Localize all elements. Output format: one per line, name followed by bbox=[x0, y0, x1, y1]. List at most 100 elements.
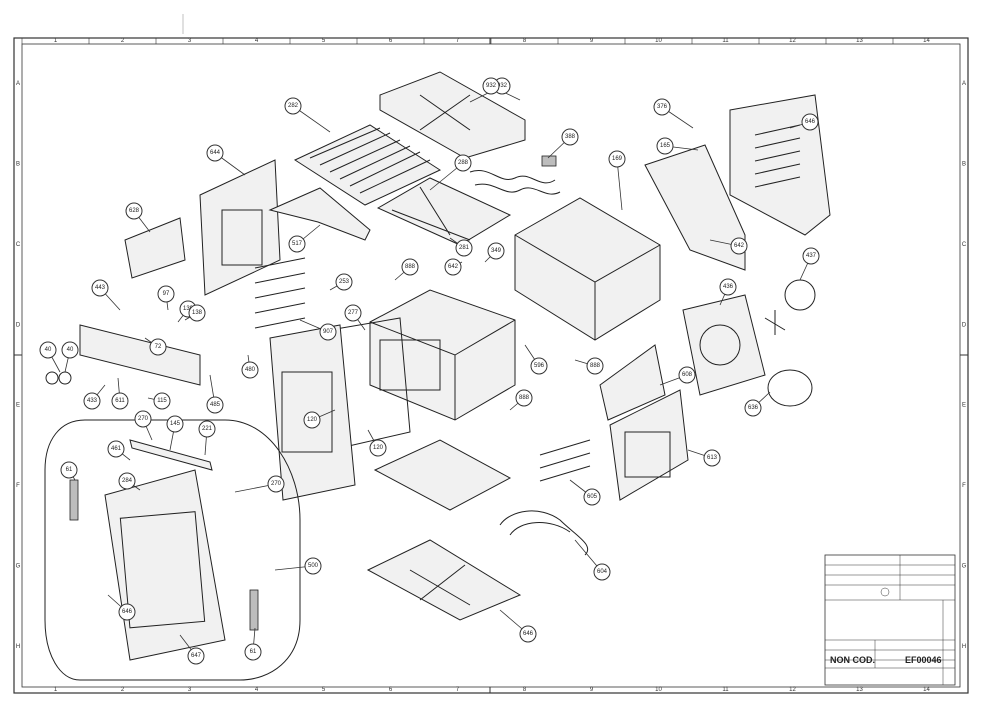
callout-label: 443 bbox=[95, 285, 106, 291]
part-callout-480: 480 bbox=[241, 361, 259, 379]
part-callout-376: 376 bbox=[653, 98, 671, 116]
callout-circle bbox=[61, 341, 79, 359]
title-block: NON COD. EF00046 bbox=[824, 554, 956, 686]
part-callout-97: 97 bbox=[157, 285, 175, 303]
callout-label: 932 bbox=[486, 83, 497, 89]
callout-label: 636 bbox=[748, 405, 759, 411]
callout-label: 517 bbox=[292, 241, 303, 247]
grid-column-label: 1 bbox=[54, 38, 58, 44]
grid-column-label: 10 bbox=[655, 38, 662, 44]
part-callout-433: 433 bbox=[83, 392, 101, 410]
part-callout-613: 613 bbox=[703, 449, 721, 467]
grid-column-label: 12 bbox=[789, 38, 796, 44]
part-callout-437: 437 bbox=[802, 247, 820, 265]
part-callout-485: 485 bbox=[206, 396, 224, 414]
callout-circle bbox=[187, 647, 205, 665]
callout-circle bbox=[678, 366, 696, 384]
callout-circle bbox=[198, 420, 216, 438]
part-callout-443: 443 bbox=[91, 279, 109, 297]
callout-circle bbox=[149, 338, 167, 356]
callout-label: 642 bbox=[448, 264, 459, 270]
grid-column-label: 8 bbox=[523, 687, 527, 693]
grid-column-label: 5 bbox=[322, 38, 326, 44]
title-non-cod: NON COD. bbox=[830, 655, 875, 665]
callout-circle bbox=[744, 399, 762, 417]
part-callout-281: 281 bbox=[455, 239, 473, 257]
leader-line bbox=[616, 158, 623, 211]
callout-label: 169 bbox=[612, 156, 623, 162]
part-callout-40: 40 bbox=[61, 341, 79, 359]
callout-label: 604 bbox=[597, 569, 608, 575]
callout-label: 281 bbox=[459, 245, 470, 251]
part-callout-120: 120 bbox=[369, 439, 387, 457]
callout-circle bbox=[284, 97, 302, 115]
part-callout-270: 270 bbox=[267, 475, 285, 493]
part-callout-40: 40 bbox=[39, 341, 57, 359]
callout-label: 288 bbox=[458, 160, 469, 166]
grid-column-label: 13 bbox=[856, 687, 863, 693]
grid-row-label: E bbox=[962, 403, 966, 409]
grid-row-label: F bbox=[16, 483, 20, 489]
callout-circle bbox=[586, 357, 604, 375]
grid-row-label: H bbox=[16, 644, 20, 650]
part-callout-61: 61 bbox=[60, 461, 78, 479]
callout-circle bbox=[608, 150, 626, 168]
part-callout-636: 636 bbox=[744, 399, 762, 417]
callout-circle bbox=[267, 475, 285, 493]
callout-circle bbox=[166, 415, 184, 433]
callout-label: 644 bbox=[210, 150, 221, 156]
part-callout-277: 277 bbox=[344, 304, 362, 322]
grid-row-label: B bbox=[962, 162, 966, 168]
grid-column-label: 14 bbox=[923, 38, 930, 44]
callout-circle bbox=[482, 77, 500, 95]
grid-row-label: A bbox=[16, 81, 20, 87]
grid-row-label: G bbox=[962, 563, 967, 569]
grid-column-label: 5 bbox=[322, 687, 326, 693]
callout-label: 72 bbox=[155, 344, 162, 350]
callout-label: 642 bbox=[734, 243, 745, 249]
callout-label: 907 bbox=[323, 329, 334, 335]
grid-row-label: A bbox=[962, 81, 966, 87]
callout-circle bbox=[91, 279, 109, 297]
part-callout-165: 165 bbox=[656, 137, 674, 155]
callout-circle bbox=[153, 392, 171, 410]
grid-column-label: 2 bbox=[121, 687, 125, 693]
callout-label: 932 bbox=[497, 83, 508, 89]
callout-label: 647 bbox=[191, 653, 202, 659]
callout-circle bbox=[401, 258, 419, 276]
grid-column-label: 14 bbox=[923, 687, 930, 693]
part-callout-72: 72 bbox=[149, 338, 167, 356]
callout-circle bbox=[801, 113, 819, 131]
callout-circle bbox=[83, 392, 101, 410]
grid-column-label: 11 bbox=[722, 38, 729, 44]
part-callout-628: 628 bbox=[125, 202, 143, 220]
callout-label: 888 bbox=[519, 395, 530, 401]
callout-circle bbox=[60, 461, 78, 479]
part-callout-388: 388 bbox=[561, 128, 579, 146]
callout-circle bbox=[515, 389, 533, 407]
callout-label: 436 bbox=[723, 284, 734, 290]
part-callout-642: 642 bbox=[730, 237, 748, 255]
part-callout-646: 646 bbox=[519, 625, 537, 643]
callout-label: 139 bbox=[183, 306, 194, 312]
part-callout-138: 138 bbox=[188, 304, 206, 322]
callout-circle bbox=[344, 304, 362, 322]
callout-circle bbox=[656, 137, 674, 155]
part-callout-500: 500 bbox=[304, 557, 322, 575]
callout-label: 596 bbox=[534, 363, 545, 369]
part-callout-642: 642 bbox=[444, 258, 462, 276]
grid-column-label: 7 bbox=[456, 687, 460, 693]
callout-label: 611 bbox=[115, 398, 125, 404]
callout-circle bbox=[288, 235, 306, 253]
callout-circle bbox=[303, 411, 321, 429]
callout-circle bbox=[206, 396, 224, 414]
callout-circle bbox=[244, 643, 262, 661]
grid-column-label: 6 bbox=[389, 38, 393, 44]
callout-circle bbox=[593, 563, 611, 581]
grid-column-label: 9 bbox=[590, 38, 594, 44]
callout-label: 221 bbox=[202, 426, 213, 432]
part-callout-253: 253 bbox=[335, 273, 353, 291]
part-callout-270: 270 bbox=[134, 410, 152, 428]
